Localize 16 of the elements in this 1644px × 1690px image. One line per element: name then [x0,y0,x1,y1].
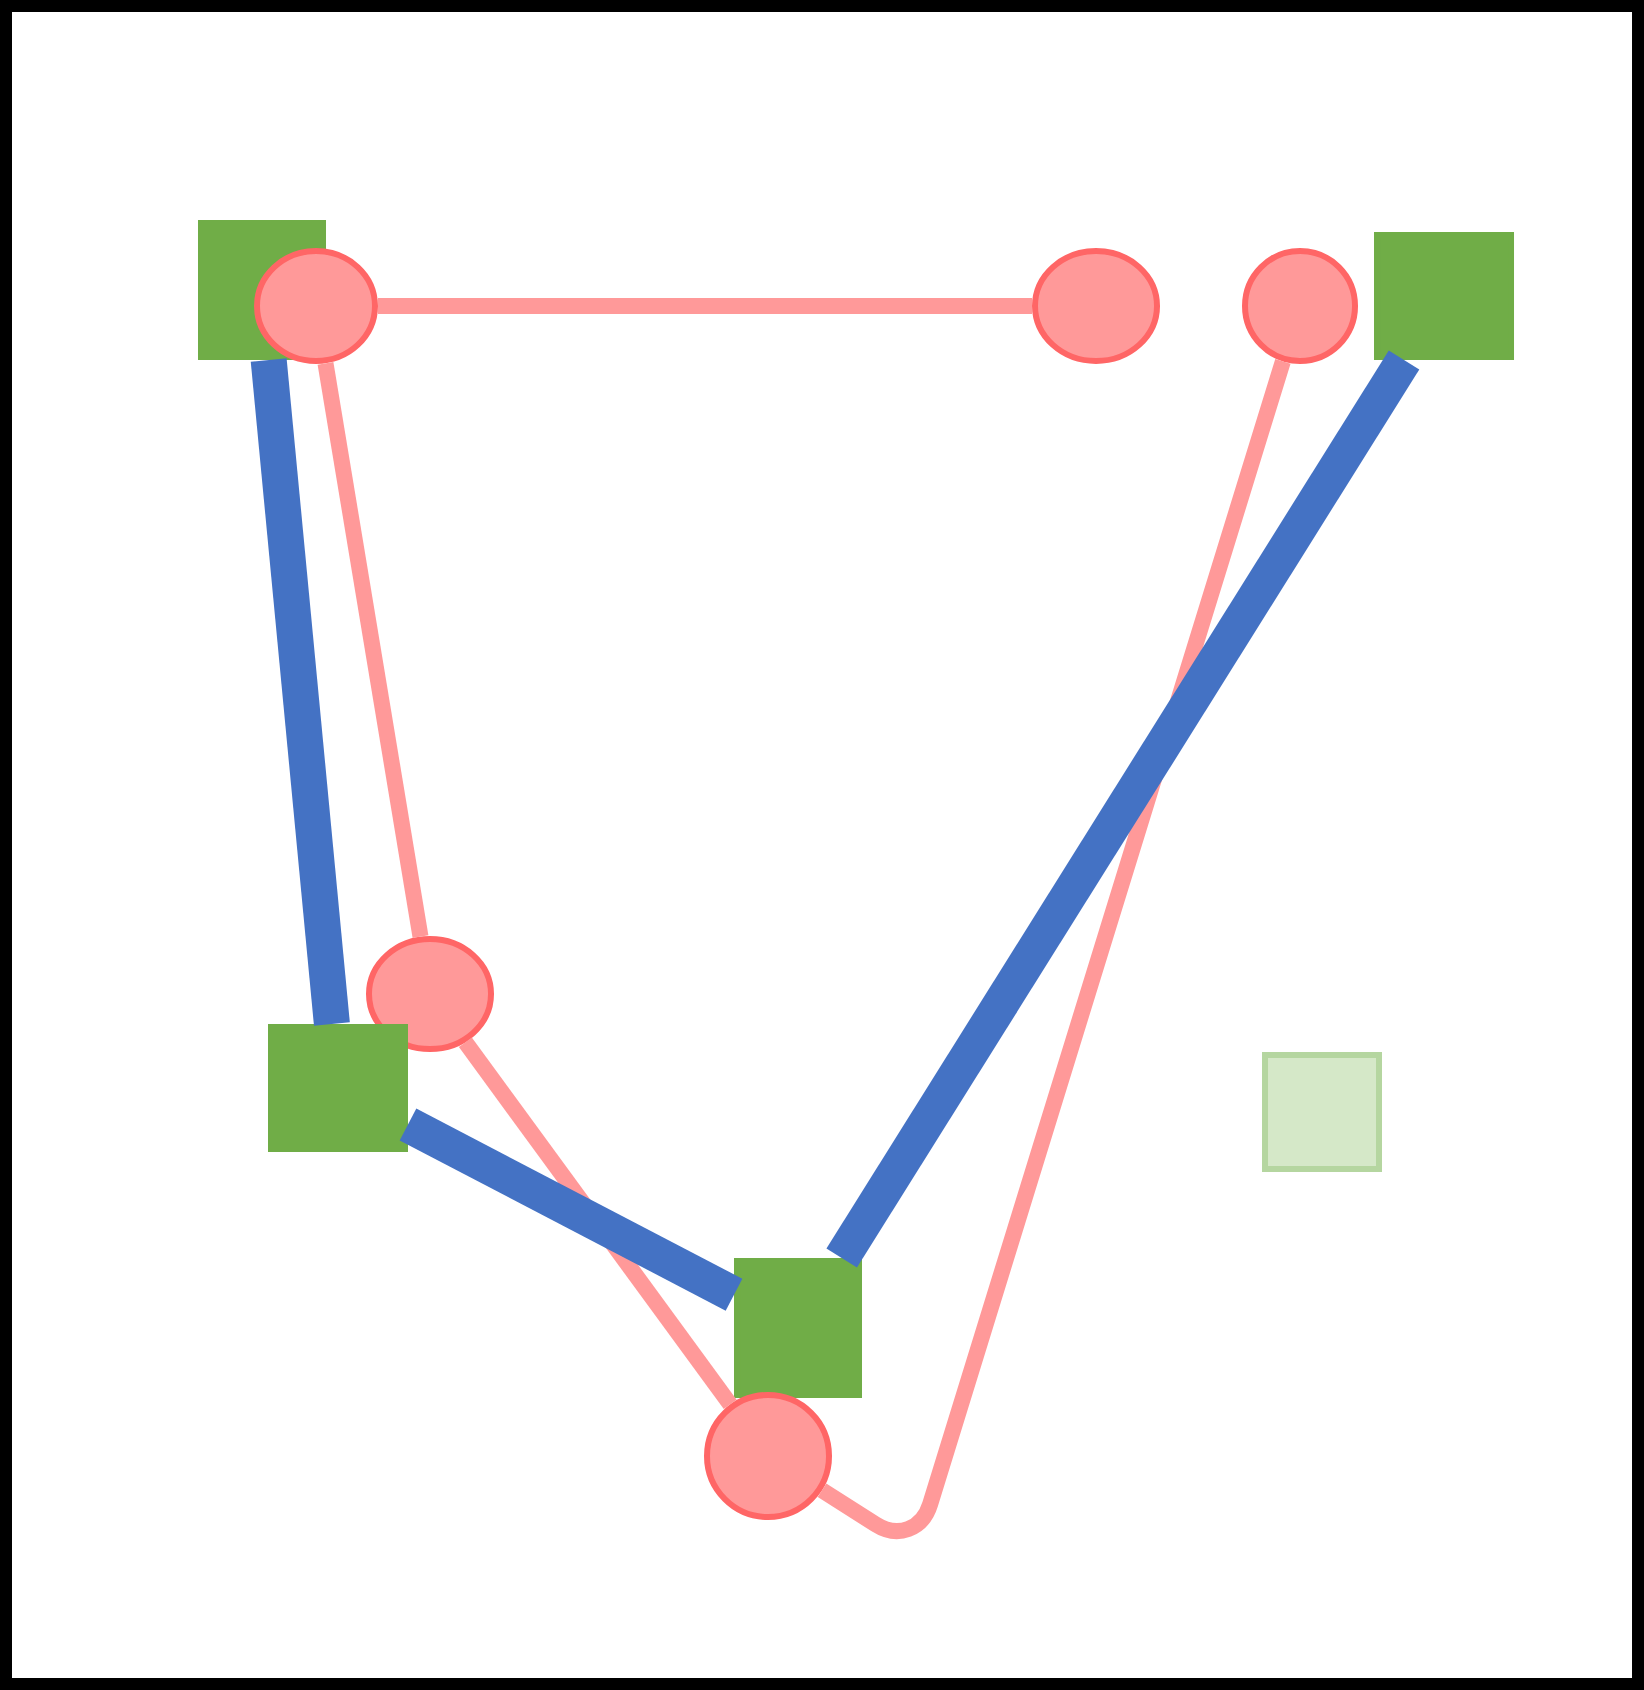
square [1374,232,1514,360]
connector-line [378,298,1032,314]
circle [1032,248,1160,364]
square [1262,1052,1382,1172]
connector-line [458,1037,737,1410]
circle [254,248,378,364]
connector-line [317,362,429,938]
circle [366,936,494,1052]
square [268,1024,408,1152]
connector-line [250,358,350,1026]
square [734,1258,862,1398]
connector-line [826,350,1420,1268]
connector-line [399,1108,743,1311]
connector-line [817,359,1291,1539]
circle [1242,248,1358,364]
circle [704,1392,832,1520]
